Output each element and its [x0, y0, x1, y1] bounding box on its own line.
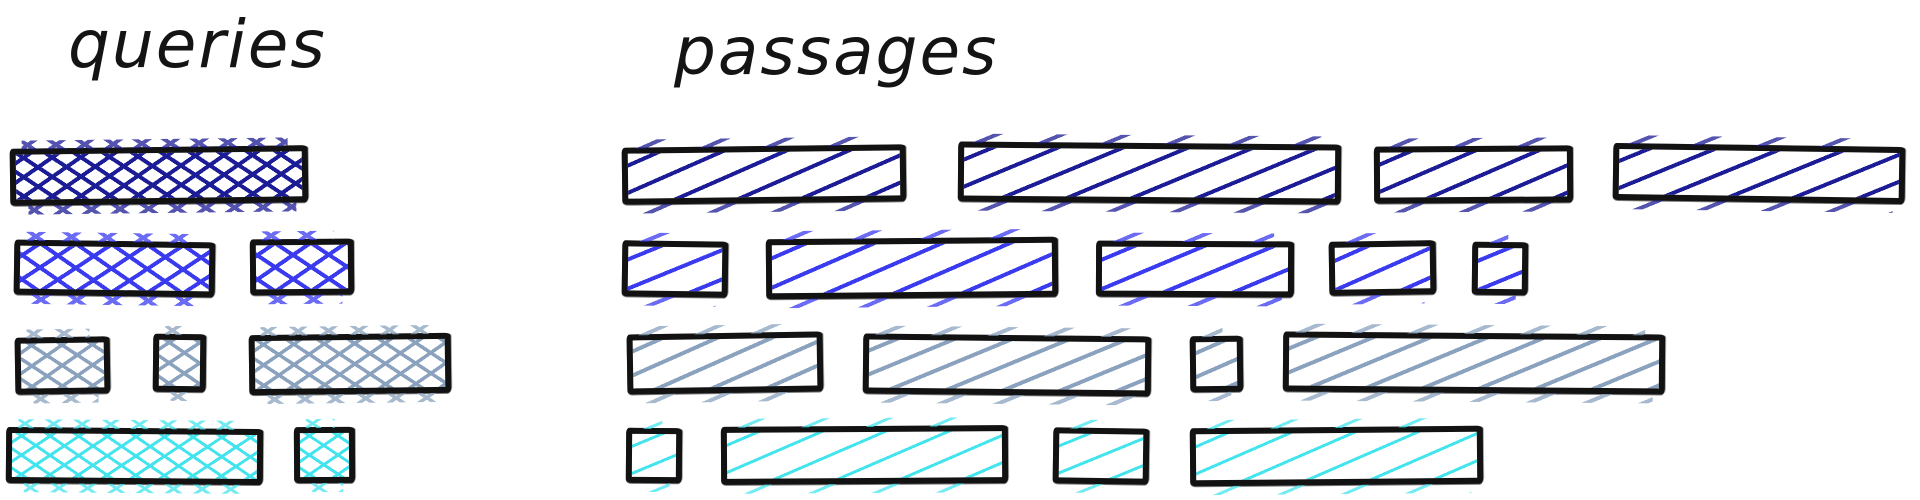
query-embedding-bar — [249, 238, 355, 296]
passage-embedding-bar — [720, 425, 1009, 485]
passage-embedding-bar — [1328, 240, 1437, 296]
query-embedding-bar — [13, 239, 216, 298]
passage-embedding-bar — [765, 236, 1059, 300]
passage-embedding-bar — [1052, 427, 1150, 485]
query-embedding-bar — [152, 333, 207, 393]
passage-embedding-bar — [626, 331, 824, 395]
passage-embedding-bar — [1189, 335, 1244, 393]
query-embedding-bar — [9, 145, 309, 206]
passage-embedding-bar — [1095, 240, 1295, 298]
passage-embedding-bar — [1373, 145, 1574, 204]
passage-embedding-bar — [957, 141, 1342, 205]
passage-embedding-bar — [621, 144, 907, 205]
passage-embedding-bar — [1282, 331, 1666, 395]
passage-embedding-bar — [1612, 142, 1906, 205]
query-embedding-bar — [248, 332, 452, 396]
passage-embedding-bar — [862, 333, 1152, 397]
passage-embedding-bar — [1189, 425, 1484, 487]
query-embedding-bar — [14, 336, 111, 395]
query-embedding-bar — [5, 426, 264, 486]
query-embedding-bar — [293, 426, 356, 484]
passage-embedding-bar — [1471, 241, 1529, 296]
passage-embedding-bar — [621, 240, 729, 298]
passages-column-label: passages — [674, 13, 999, 90]
queries-column-label: queries — [68, 6, 327, 83]
passage-embedding-bar — [625, 427, 683, 484]
